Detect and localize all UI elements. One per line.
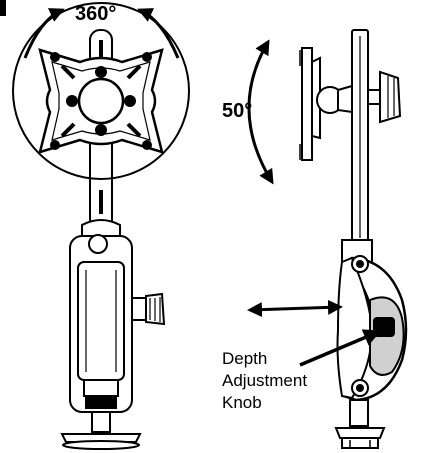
tilt-label: 50° <box>222 100 252 122</box>
knob-pointer-arrow <box>299 329 382 367</box>
knob-label-line-1: Depth <box>222 349 267 368</box>
knob-label-line-3: Knob <box>222 393 262 412</box>
tilt-arrow <box>247 39 274 185</box>
vesa-hole <box>50 52 60 62</box>
ball-joint <box>77 77 125 125</box>
side-top-knob <box>379 70 402 124</box>
vesa-hole <box>142 52 152 62</box>
vesa-hole <box>50 140 60 150</box>
front-view <box>12 2 190 450</box>
rotation-label: 360° <box>75 3 116 25</box>
depth-arrow <box>247 299 343 318</box>
knob-label-line-2: Adjustment <box>222 371 307 390</box>
rotation-arrows <box>23 8 180 59</box>
rotation-circle <box>12 2 190 180</box>
side-vesa-plate <box>301 47 313 161</box>
corner-mark <box>0 0 6 16</box>
side-view <box>299 29 408 449</box>
side-base <box>334 427 386 439</box>
vesa-hole <box>142 140 152 150</box>
front-base <box>60 433 142 443</box>
front-knob <box>131 297 147 321</box>
